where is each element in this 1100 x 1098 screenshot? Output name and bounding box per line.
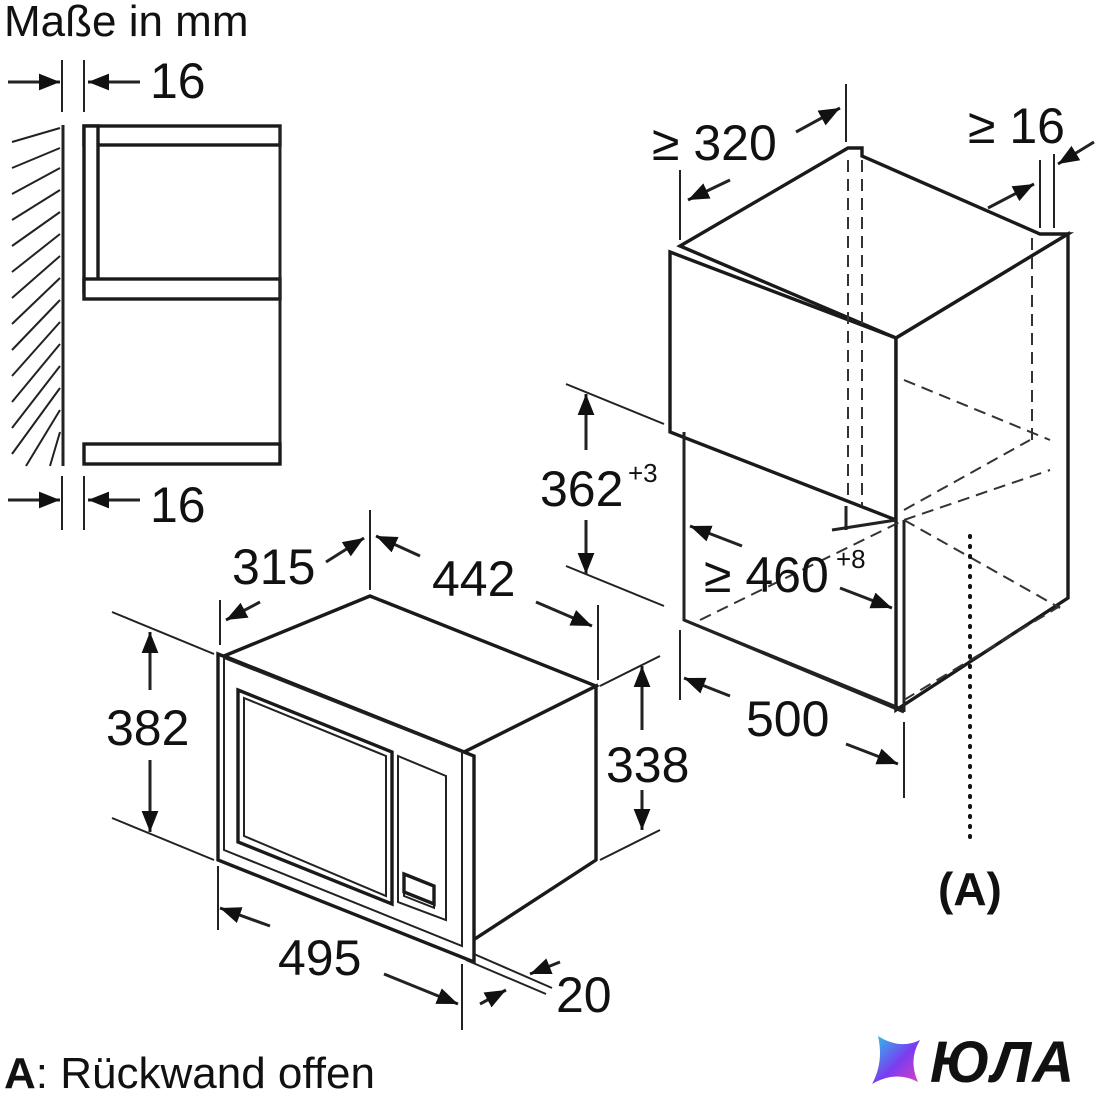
dim-niche-depth: ≥ 320 xyxy=(652,115,777,171)
dim-niche-width: ≥ 460 xyxy=(704,547,829,603)
legend: A: Rückwand offen xyxy=(4,1049,375,1098)
side-view: 16 16 xyxy=(8,53,282,533)
dim-depth-315: 315 xyxy=(232,539,315,595)
dim-niche-height-tolerance: +3 xyxy=(628,458,658,488)
microwave: 315 442 382 338 495 20 xyxy=(106,510,689,1030)
dim-cabinet-500: 500 xyxy=(746,691,829,747)
dim-niche-height: 362 xyxy=(540,461,623,517)
dim-frame-20: 20 xyxy=(556,967,612,1023)
legend-line: A: Rückwand offen xyxy=(4,1049,375,1093)
brand-logo: ЮЛА xyxy=(872,1030,1075,1095)
dim-side-gap-top: 16 xyxy=(150,53,206,109)
legend-text: : Rückwand offen xyxy=(36,1049,375,1093)
dim-height-338: 338 xyxy=(606,737,689,793)
wall-hatching xyxy=(11,125,65,467)
brand-star-icon xyxy=(872,1036,920,1084)
dim-width-495: 495 xyxy=(278,930,361,986)
dim-height-382: 382 xyxy=(106,700,189,756)
dim-niche-side: ≥ 16 xyxy=(968,98,1065,154)
brand-name: ЮЛА xyxy=(930,1030,1075,1093)
diagram-title: Maße in mm xyxy=(4,0,248,46)
dim-niche-width-tolerance: +8 xyxy=(836,544,866,574)
dim-side-gap-bottom: 16 xyxy=(150,477,206,533)
dim-width-442: 442 xyxy=(432,551,515,607)
callout-label-a: (A) xyxy=(938,863,1002,915)
legend-key: A xyxy=(4,1049,36,1093)
niche-cabinet: (A) ≥ 320 ≥ 16 362 +3 ≥ 460 +8 500 xyxy=(540,84,1095,915)
